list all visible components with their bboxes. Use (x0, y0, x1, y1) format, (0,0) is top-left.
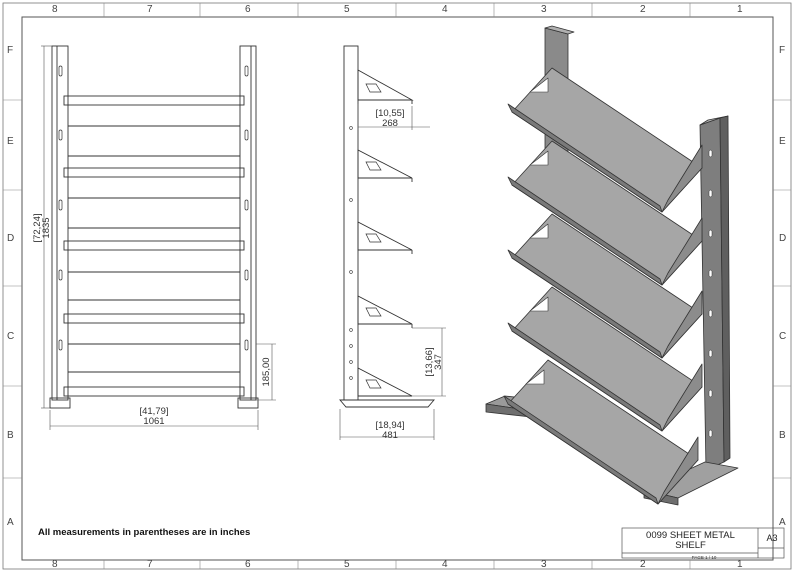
col-label-1-bottom: 1 (737, 559, 743, 570)
col-label-2: 2 (640, 4, 646, 15)
col-label-6: 6 (245, 4, 251, 15)
row-label-b-right: B (779, 430, 786, 441)
side-bottom-height-in: [13,66] (424, 347, 435, 376)
isometric-view (485, 25, 739, 506)
front-shelves (63, 95, 245, 397)
front-left-upright (51, 45, 69, 401)
row-label-d-right: D (779, 233, 787, 244)
col-label-7: 7 (147, 4, 153, 15)
front-right-upright (239, 45, 257, 401)
row-label-e-right: E (779, 136, 786, 147)
side-holes (349, 126, 353, 380)
zone-ticks (3, 3, 791, 569)
title-block (621, 527, 785, 559)
col-label-8: 8 (52, 4, 58, 15)
row-label-c-right: C (779, 331, 787, 342)
row-label-d: D (7, 233, 15, 244)
side-base-depth-mm: 481 (382, 430, 398, 441)
side-bottom-height-mm: 347 (433, 354, 444, 370)
title-block-title: 0099 SHEET METAL SHELF (624, 531, 757, 551)
row-label-a-right: A (779, 517, 786, 528)
iso-shelves (503, 67, 703, 505)
title-line-1: 0099 SHEET METAL (646, 530, 735, 541)
col-label-5: 5 (344, 4, 350, 15)
iso-upright-slots (708, 149, 713, 438)
side-view (339, 45, 435, 408)
col-label-3: 3 (541, 4, 547, 15)
front-upright-slots (58, 65, 249, 351)
row-label-f: F (7, 45, 14, 56)
row-label-f-right: F (779, 45, 786, 56)
side-base (339, 399, 435, 408)
front-left-foot (49, 397, 71, 409)
row-label-e: E (7, 136, 14, 147)
front-dimensions (41, 45, 276, 430)
col-label-4: 4 (442, 4, 448, 15)
col-label-3-bottom: 3 (541, 559, 547, 570)
front-height-mm: 1835 (41, 217, 52, 238)
front-bottom-gap: 185,00 (261, 357, 272, 386)
side-upright (343, 45, 359, 401)
col-label-1: 1 (737, 4, 743, 15)
col-label-5-bottom: 5 (344, 559, 350, 570)
col-label-4-bottom: 4 (442, 559, 448, 570)
side-base-depth-in: [18,94] (375, 420, 404, 431)
row-label-c: C (7, 331, 15, 342)
side-brackets (357, 69, 414, 397)
col-label-2-bottom: 2 (640, 559, 646, 570)
inches-note: All measurements in parentheses are in i… (38, 527, 251, 538)
row-label-a: A (7, 517, 14, 528)
row-label-b: B (7, 430, 14, 441)
col-label-7-bottom: 7 (147, 559, 153, 570)
sheet-size: A3 (766, 533, 778, 543)
front-width-mm: 1061 (143, 416, 164, 427)
side-shelf-depth-mm: 268 (382, 118, 398, 129)
side-shelf-depth-in: [10,55] (375, 108, 404, 119)
front-width-in: [41,79] (139, 406, 168, 417)
title-line-2: SHELF (675, 540, 706, 551)
side-dimensions (339, 104, 446, 440)
front-height-in: [72,24] (32, 213, 43, 242)
front-view (49, 45, 259, 409)
col-label-8-bottom: 8 (52, 559, 58, 570)
col-label-6-bottom: 6 (245, 559, 251, 570)
front-right-foot (237, 397, 259, 409)
inner-border (21, 16, 774, 561)
page-number: PAGE 1 / 10 (691, 555, 717, 560)
